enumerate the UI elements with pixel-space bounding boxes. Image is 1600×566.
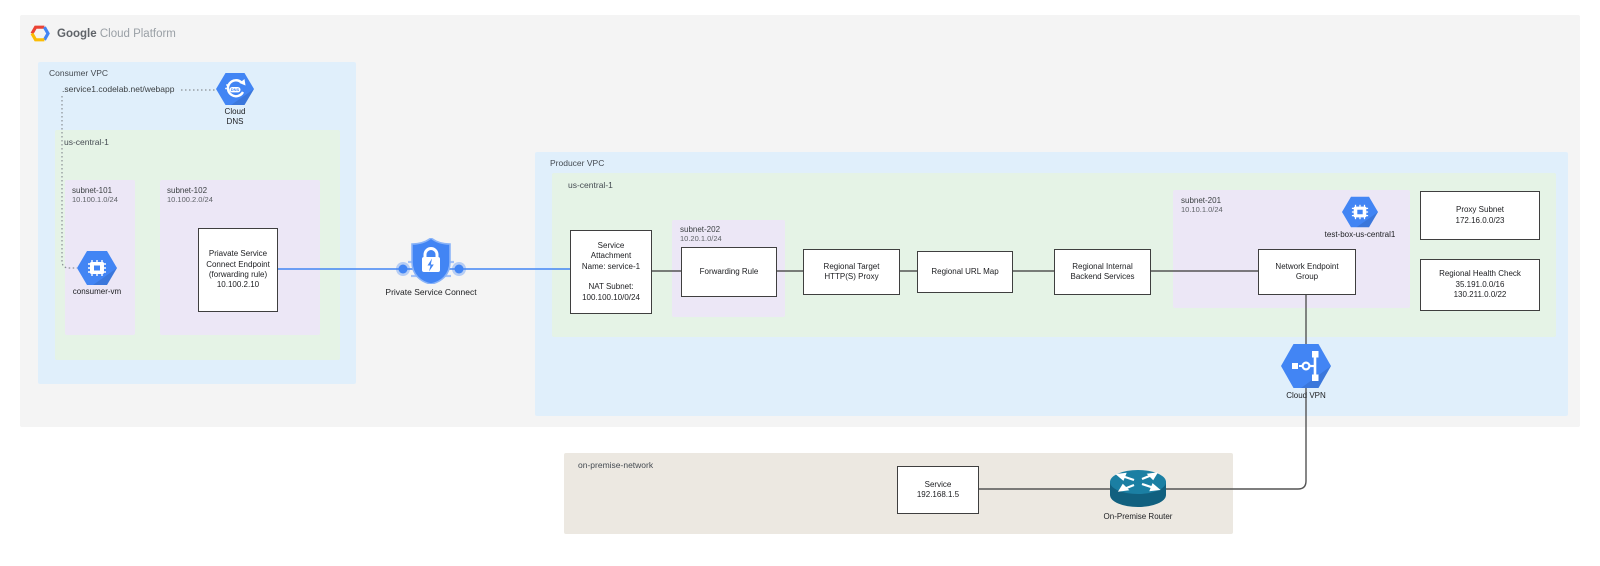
health-check-box: Regional Health Check 35.191.0.0/16 130.… [1420,259,1540,311]
psc-endpoint-box: Priavate Service Connect Endpoint (forwa… [198,228,278,312]
url-map-box: Regional URL Map [917,251,1013,293]
test-box-vm-label: test-box-us-central1 [1324,230,1396,239]
cloud-vpn-icon [1281,344,1331,388]
on-premise-label: on-premise-network [578,460,654,470]
svg-text:DNS: DNS [231,87,240,92]
subnet-202-label: subnet-202 10.20.1.0/24 [680,225,722,243]
on-premise-service-box: Service 192.168.1.5 [897,466,979,514]
dns-record-text: .service1.codelab.net/webapp [62,84,175,94]
subnet-101-label: subnet-101 10.100.1.0/24 [72,186,118,204]
gcp-logo-icon [30,25,50,42]
private-service-connect-label: Private Service Connect [385,287,477,297]
consumer-vm-label: consumer-vm [72,287,122,296]
test-box-vm-icon [1342,196,1378,228]
backend-services-box: Regional Internal Backend Services [1054,249,1151,295]
consumer-vpc-label: Consumer VPC [49,68,109,78]
gcp-header: Google Cloud Platform [30,25,176,42]
cloud-dns-icon: DNS [216,73,254,105]
producer-region-label: us-central-1 [568,180,613,190]
private-service-connect-icon [396,238,466,284]
on-premise-router-icon [1110,470,1166,507]
gcp-header-title: Google Cloud Platform [57,27,176,40]
consumer-region-label: us-central-1 [64,137,109,147]
subnet-102-label: subnet-102 10.100.2.0/24 [167,186,213,204]
network-endpoint-group-box: Network Endpoint Group [1258,249,1356,295]
cloud-vpn-label: Cloud VPN [1286,391,1326,400]
service-attachment-box: Service Attachment Name: service-1 NAT S… [570,230,652,314]
consumer-vm-icon [77,251,117,285]
on-premise-router-label: On-Premise Router [1103,512,1173,521]
forwarding-rule-box: Forwarding Rule [681,247,777,297]
target-proxy-box: Regional Target HTTP(S) Proxy [803,249,900,295]
proxy-subnet-box: Proxy Subnet 172.16.0.0/23 [1420,191,1540,240]
subnet-201-label: subnet-201 10.10.1.0/24 [1181,196,1223,214]
cloud-dns-label: Cloud DNS [224,107,246,126]
producer-vpc-label: Producer VPC [550,158,605,168]
